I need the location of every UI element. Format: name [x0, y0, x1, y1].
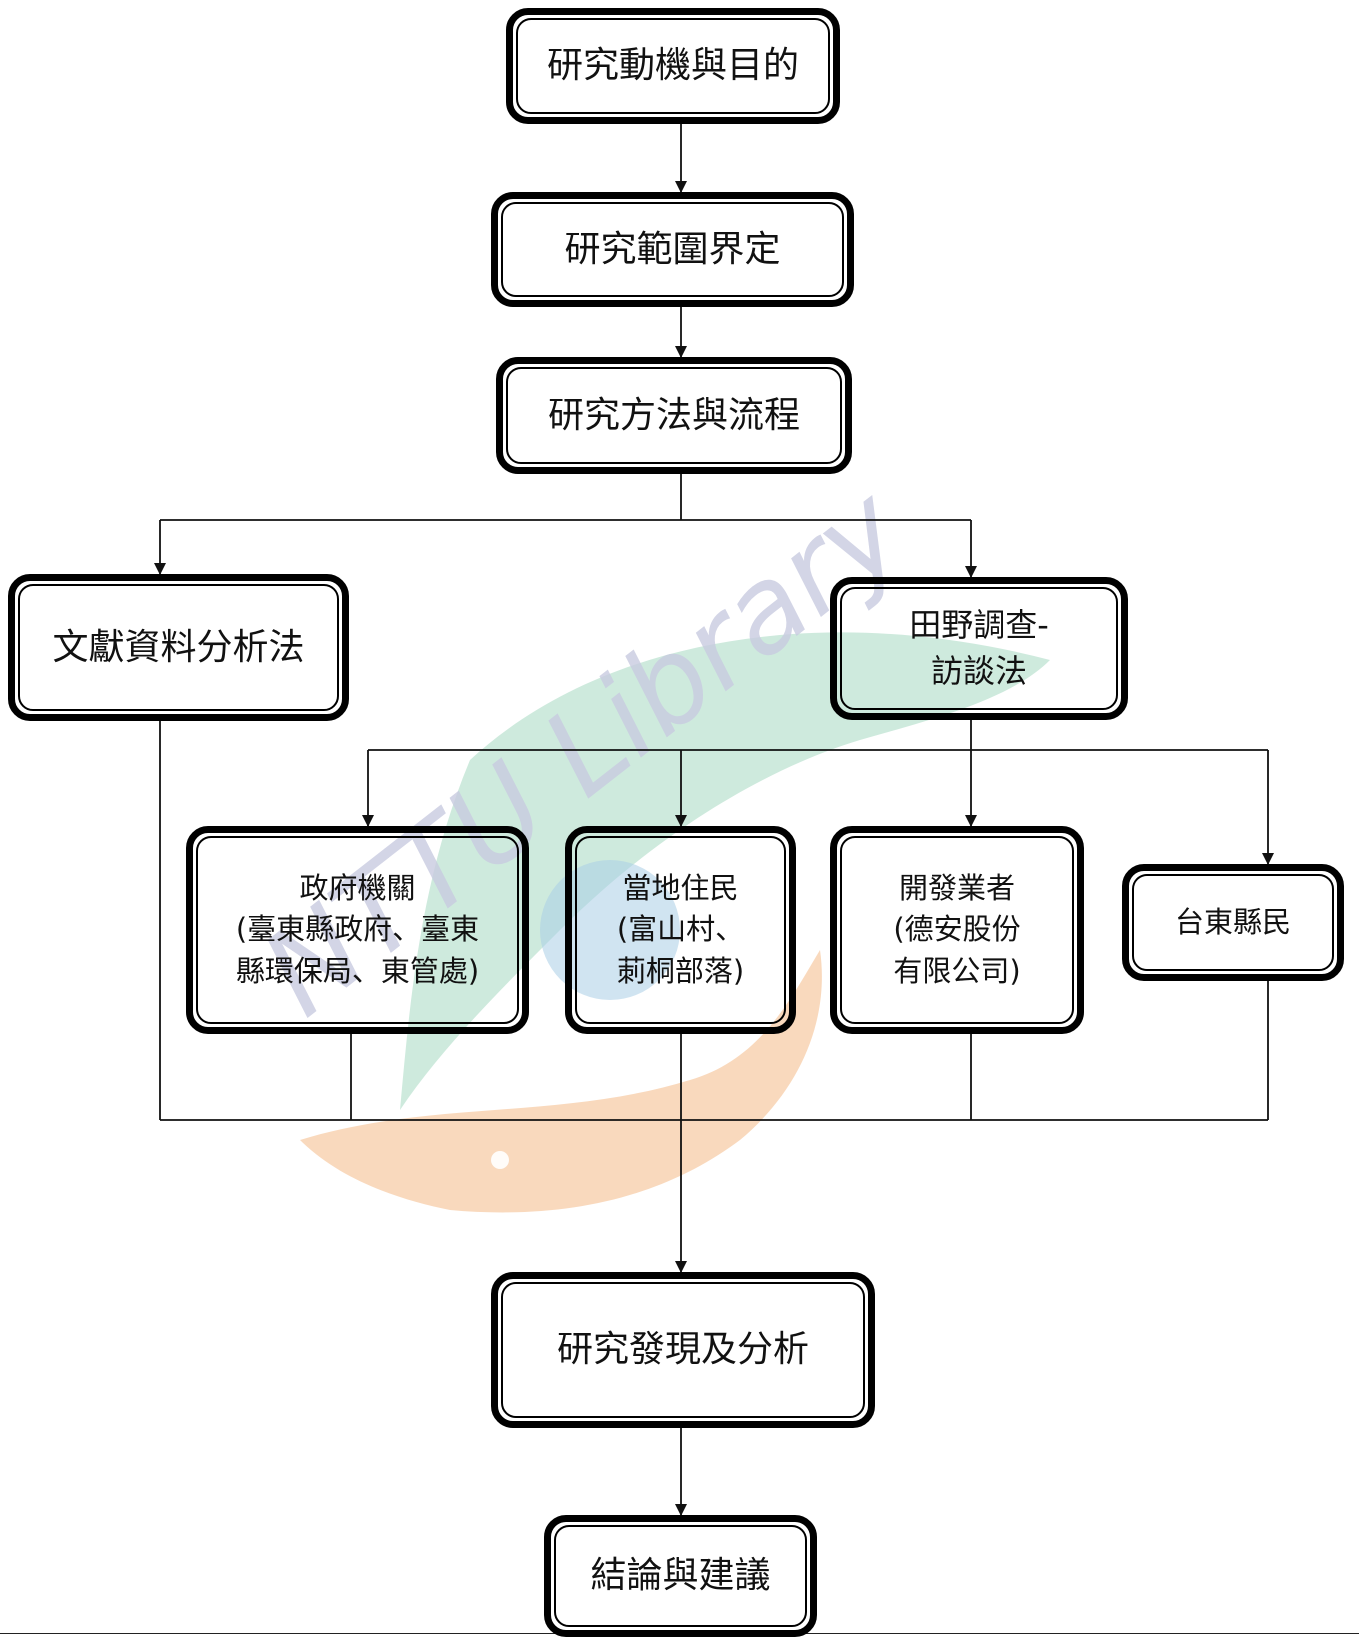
node-literature-analysis: 文獻資料分析法	[8, 574, 349, 721]
node-research-methods: 研究方法與流程	[496, 357, 852, 474]
node-taitung-residents: 台東縣民	[1122, 864, 1344, 981]
node-developer-line-1: 開發業者	[898, 871, 1015, 906]
node-research-motivation: 研究動機與目的	[506, 8, 840, 124]
node-findings-analysis-label: 研究發現及分析	[556, 1329, 809, 1371]
node-field-interview-line-2: 訪談法	[930, 651, 1027, 690]
node-conclusion-label: 結論與建議	[590, 1555, 771, 1597]
node-developer-line-3: 有限公司)	[893, 953, 1021, 988]
node-literature-analysis-label: 文獻資料分析法	[52, 626, 305, 668]
node-taitung-residents-label: 台東縣民	[1174, 904, 1291, 939]
node-local-residents-line-2: (富山村、	[616, 912, 745, 947]
node-government-agencies-line-2: (臺東縣政府、臺東	[235, 912, 480, 947]
node-developer-line-2: (德安股份	[893, 912, 1021, 947]
node-government-agencies: 政府機關 (臺東縣政府、臺東 縣環保局、東管處)	[186, 826, 529, 1034]
node-local-residents-line-1: 當地住民	[622, 871, 739, 906]
node-government-agencies-line-1: 政府機關	[299, 871, 416, 906]
node-developer-label: 開發業者 (德安股份 有限公司)	[893, 868, 1020, 992]
node-conclusion: 結論與建議	[544, 1515, 817, 1637]
node-research-scope: 研究範圍界定	[491, 192, 854, 307]
node-government-agencies-label: 政府機關 (臺東縣政府、臺東 縣環保局、東管處)	[236, 868, 479, 992]
node-field-interview-line-1: 田野調查-	[909, 606, 1049, 645]
node-research-scope-label: 研究範圍界定	[564, 228, 781, 270]
node-local-residents-line-3: 莿桐部落)	[616, 953, 745, 988]
node-research-motivation-label: 研究動機與目的	[546, 45, 799, 87]
node-local-residents: 當地住民 (富山村、 莿桐部落)	[565, 826, 796, 1034]
node-local-residents-label: 當地住民 (富山村、 莿桐部落)	[617, 868, 744, 992]
node-developer: 開發業者 (德安股份 有限公司)	[830, 826, 1084, 1034]
watermark-dot	[491, 1151, 509, 1169]
node-field-interview-label: 田野調查- 訪談法	[909, 603, 1049, 694]
node-findings-analysis: 研究發現及分析	[491, 1272, 875, 1428]
node-field-interview: 田野調查- 訪談法	[830, 577, 1128, 720]
node-government-agencies-line-3: 縣環保局、東管處)	[235, 953, 480, 988]
node-research-methods-label: 研究方法與流程	[547, 394, 800, 436]
